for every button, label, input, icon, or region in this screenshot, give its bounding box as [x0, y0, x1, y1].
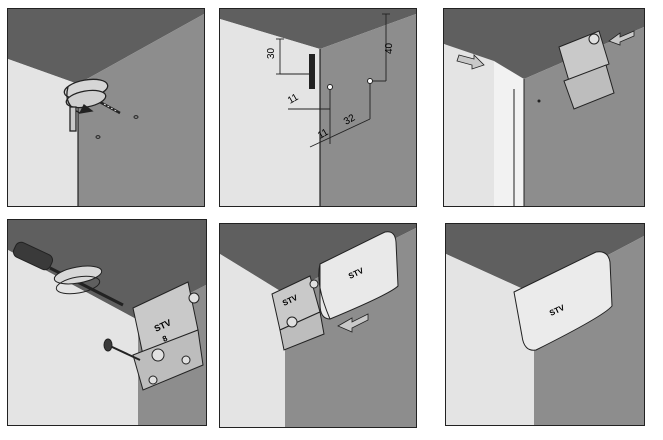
dim-32-label: 32	[342, 112, 358, 127]
cabinet-top	[8, 220, 206, 320]
cabinet-left-wall	[220, 19, 320, 206]
step-4-illustration: STV 8	[8, 220, 206, 425]
cover-cap	[513, 251, 613, 351]
rotation-arrow-icon	[63, 78, 109, 132]
step-5-illustration: STV STV	[220, 224, 416, 427]
step-6-panel: STV	[445, 223, 645, 426]
panel-gap	[494, 61, 524, 206]
step-1-illustration	[8, 9, 204, 206]
drill-icon	[97, 99, 121, 115]
cabinet-top	[220, 9, 416, 49]
bracket	[271, 275, 325, 351]
cabinet-left-wall	[446, 254, 534, 425]
step-2-panel: 30 40 11 11 32	[219, 8, 417, 207]
cabinet-left-wall	[220, 254, 285, 427]
cabinet-left-wall	[8, 250, 138, 425]
step-2-illustration: 30 40 11 11 32	[220, 9, 416, 206]
cabinet-top	[8, 9, 204, 84]
cover-cap	[318, 231, 399, 320]
cabinet-right-wall	[320, 14, 416, 206]
step-6-illustration: STV	[446, 224, 644, 425]
bracket	[132, 281, 204, 391]
bracket-mark: 8	[161, 334, 169, 344]
step-3-panel	[443, 8, 645, 207]
screwdriver-icon	[12, 241, 124, 307]
step-5-panel: STV STV	[219, 223, 417, 428]
bracket	[558, 30, 615, 110]
step-1-panel	[7, 8, 205, 207]
step-4-panel: STV 8	[7, 219, 207, 426]
cabinet-right-wall	[524, 27, 644, 206]
arrow-icon	[337, 313, 369, 333]
arrow-icon	[456, 30, 635, 70]
dim-40-label: 40	[384, 42, 395, 54]
dim-30-label: 30	[266, 47, 277, 59]
side-panel	[444, 44, 494, 206]
screw-icon	[103, 338, 141, 361]
cabinet-right-wall	[78, 14, 204, 206]
cabinet-left-wall	[8, 59, 78, 206]
step-3-illustration	[444, 9, 644, 206]
slot	[309, 54, 315, 89]
